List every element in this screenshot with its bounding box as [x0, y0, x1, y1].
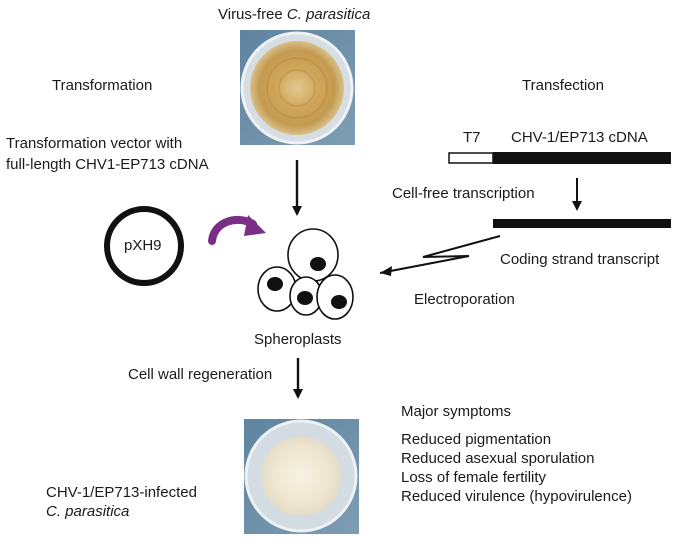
promoter-label: T7: [463, 129, 481, 146]
vector-desc-line1: Transformation vector with: [6, 135, 183, 152]
transfection-heading: Transfection: [522, 77, 604, 94]
plasmid-ring: [104, 206, 184, 286]
vector-desc-line2: full-length CHV1-EP713 cDNA: [6, 156, 209, 173]
spheroplasts-label: Spheroplasts: [254, 331, 342, 348]
insert-label: CHV-1/EP713 cDNA: [511, 129, 648, 146]
petri-dish-infected: [244, 419, 359, 534]
lightning-arrow-icon: [379, 235, 501, 276]
curved-arrow-icon: [208, 215, 266, 245]
symptom-item: Reduced virulence (hypovirulence): [401, 488, 632, 505]
symptom-item: Reduced asexual sporulation: [401, 450, 595, 467]
electroporation-label: Electroporation: [414, 291, 515, 308]
infected-label-species: C. parasitica: [46, 503, 130, 520]
symptom-item: Loss of female fertility: [401, 469, 547, 486]
petri-dish-virus-free: [240, 30, 355, 145]
transcript-label: Coding strand transcript: [500, 251, 660, 268]
symptom-item: Reduced pigmentation: [401, 431, 552, 448]
transcript-bar: [493, 219, 671, 228]
regeneration-label: Cell wall regeneration: [128, 366, 273, 383]
symptoms-heading: Major symptoms: [401, 403, 512, 420]
infected-label-line1: CHV-1/EP713-infected: [46, 484, 197, 501]
transformation-heading: Transformation: [52, 77, 153, 94]
virus-free-title: Virus-free C. parasitica: [218, 6, 371, 23]
cdna-construct: [448, 152, 671, 164]
cell-free-label: Cell-free transcription: [392, 185, 535, 202]
plasmid-label: pXH9: [124, 237, 162, 254]
spheroplast-cells: [257, 228, 354, 320]
